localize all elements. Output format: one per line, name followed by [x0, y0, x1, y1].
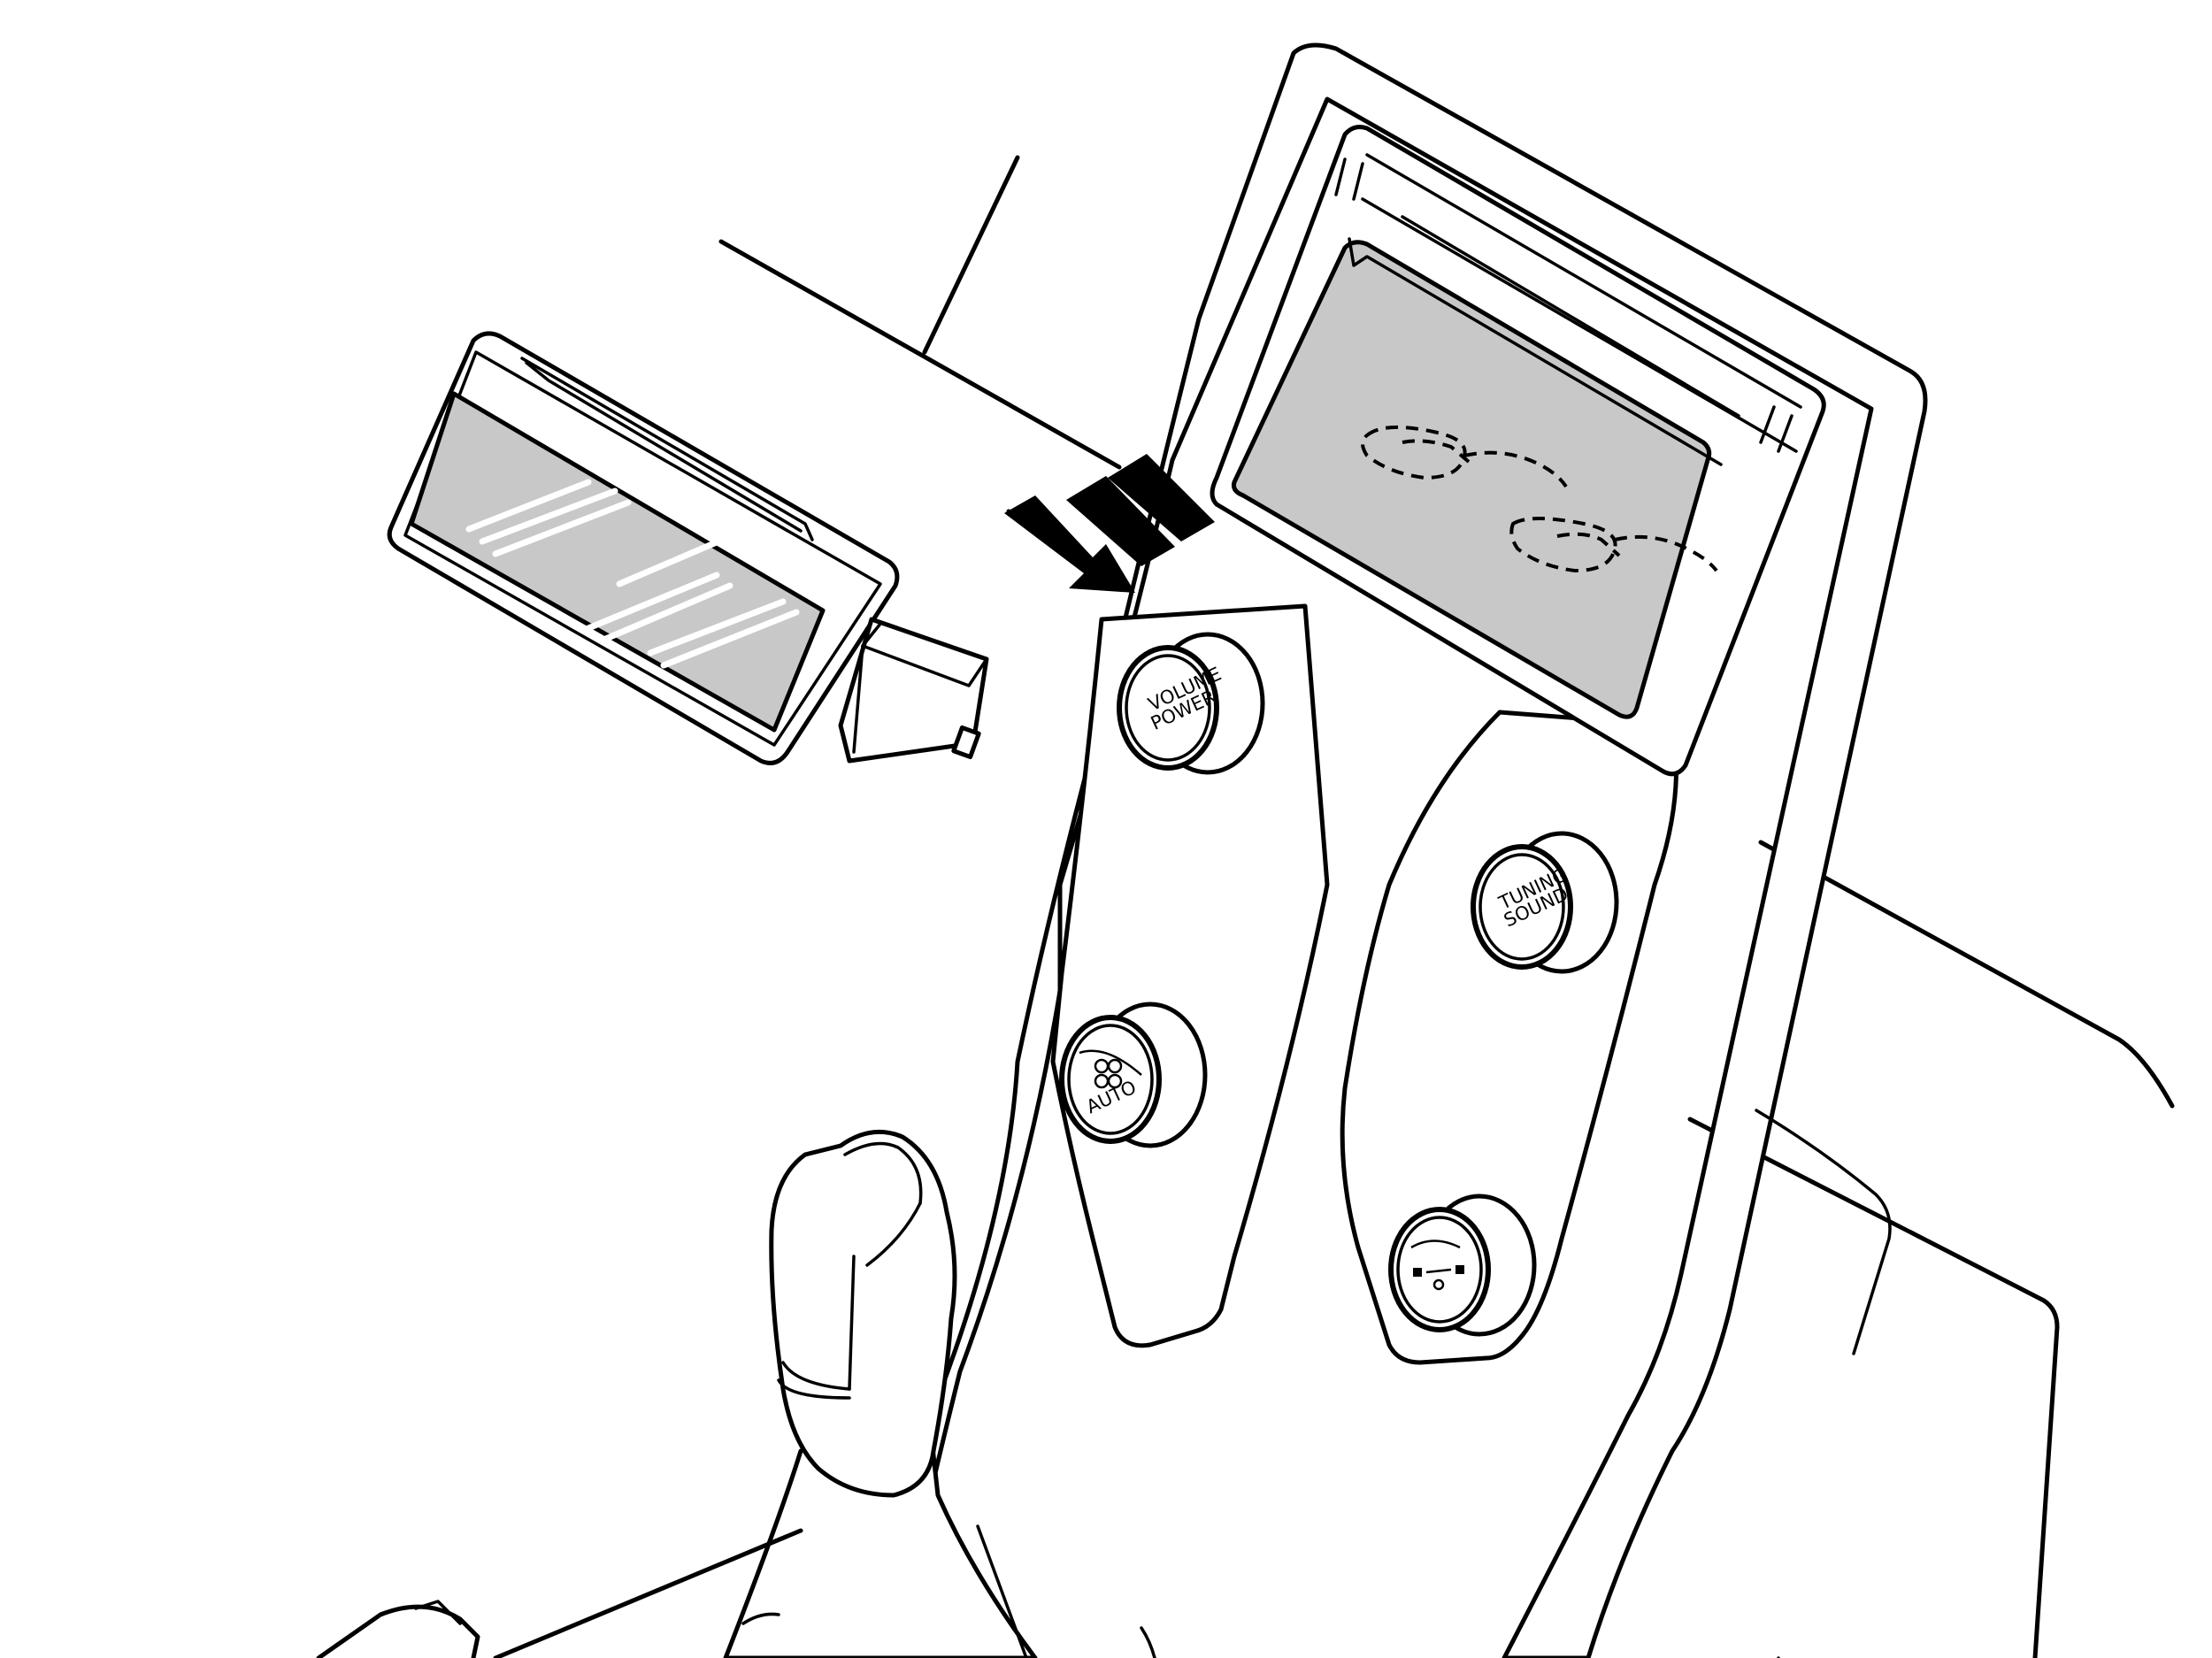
- temperature-icon: [1413, 1265, 1464, 1291]
- console-screen: [1232, 237, 1723, 719]
- temperature-knob: [1388, 1194, 1537, 1337]
- lower-console-details: [316, 1524, 1156, 1658]
- left-control-strip: [1050, 603, 1330, 1348]
- gear-shifter: [723, 1129, 1038, 1658]
- volume-power-knob: VOLUME POWER: [1117, 632, 1265, 775]
- center-console: [820, 42, 1928, 1658]
- fan-icon: [1094, 1058, 1123, 1089]
- dashboard-outline: [718, 155, 2175, 1658]
- screen-dashed-outline: [1361, 425, 1718, 573]
- fan-auto-knob: AUTO: [1059, 1002, 1208, 1148]
- removed-display-unit: [387, 331, 900, 765]
- removal-direction-arrow: [1004, 454, 1215, 593]
- display-connector: [838, 617, 989, 764]
- tuning-sound-knob: TUNING SOUND: [1471, 831, 1619, 974]
